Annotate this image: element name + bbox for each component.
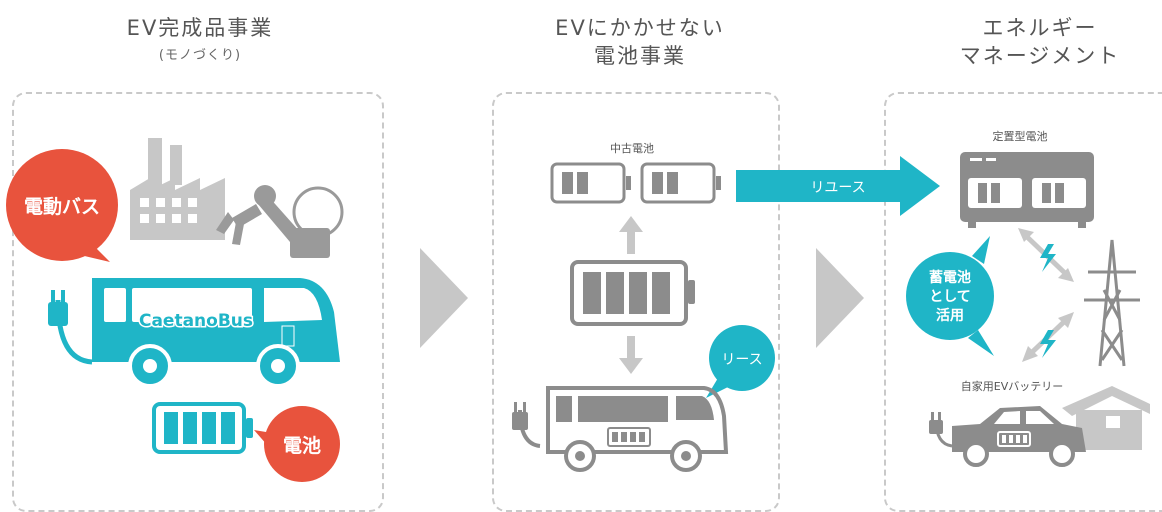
power-tower-icon — [1084, 239, 1140, 367]
section2-title-line2: 電池事業 — [594, 44, 686, 68]
factory-icon — [130, 138, 225, 240]
used-battery-1-icon — [550, 162, 631, 204]
arrow-down-icon — [619, 336, 643, 374]
caetano-bus-icon: CaetanoBus — [92, 278, 340, 388]
battery-bubble-label: 電池 — [283, 434, 321, 457]
diagram-canvas: 電動バス CaetanoBus 電池 中古電池 — [6, 129, 1150, 482]
plug-icon — [48, 290, 93, 365]
section3-title: エネルギー マネージメント — [920, 14, 1160, 70]
section1-title-text: EV完成品事業 — [126, 16, 274, 40]
bus-brand-label: CaetanoBus — [139, 311, 253, 331]
reuse-arrow: リユース — [736, 156, 940, 216]
section1-subtitle: (モノづくり) — [158, 48, 242, 63]
stationary-battery-label: 定置型電池 — [993, 129, 1048, 143]
lightning-icon-upper — [1040, 244, 1056, 272]
section2-title: EVにかかせない 電池事業 — [520, 14, 760, 70]
battery-bubble: 電池 — [254, 406, 340, 482]
reuse-arrow-label: リユース — [810, 180, 865, 196]
storage-bubble-line3: 活用 — [936, 307, 964, 324]
robot-arm-icon — [216, 185, 344, 258]
home-ev-battery-label: 自家用EVバッテリー — [961, 379, 1063, 393]
arrow-up-icon — [619, 216, 643, 254]
used-battery-label: 中古電池 — [610, 142, 654, 155]
flow-chevron-2 — [816, 248, 864, 348]
electric-bus-bubble: 電動バス — [6, 149, 118, 262]
full-battery-icon — [570, 260, 695, 326]
storage-bubble: 蓄電池 として 活用 — [906, 236, 994, 356]
section1-title: EV完成品事業 (モノづくり) — [90, 14, 310, 70]
house-icon — [1062, 386, 1150, 450]
section3-title-line2: マネージメント — [959, 44, 1121, 68]
section3-title-line1: エネルギー — [982, 16, 1098, 40]
storage-bubble-line2: として — [929, 289, 971, 305]
section2-title-line1: EVにかかせない — [555, 16, 725, 40]
gray-bus-icon — [512, 386, 729, 472]
battery-icon — [152, 402, 253, 454]
storage-bubble-line1: 蓄電池 — [929, 269, 971, 286]
electric-bus-bubble-label: 電動バス — [24, 196, 100, 218]
stationary-battery-icon — [960, 152, 1094, 228]
ev-car-icon — [929, 406, 1086, 467]
used-battery-2-icon — [640, 162, 721, 204]
flow-chevron-1 — [420, 248, 468, 348]
lightning-icon-lower — [1040, 330, 1056, 358]
lease-bubble: リース — [706, 325, 775, 398]
lease-bubble-label: リース — [721, 352, 762, 368]
